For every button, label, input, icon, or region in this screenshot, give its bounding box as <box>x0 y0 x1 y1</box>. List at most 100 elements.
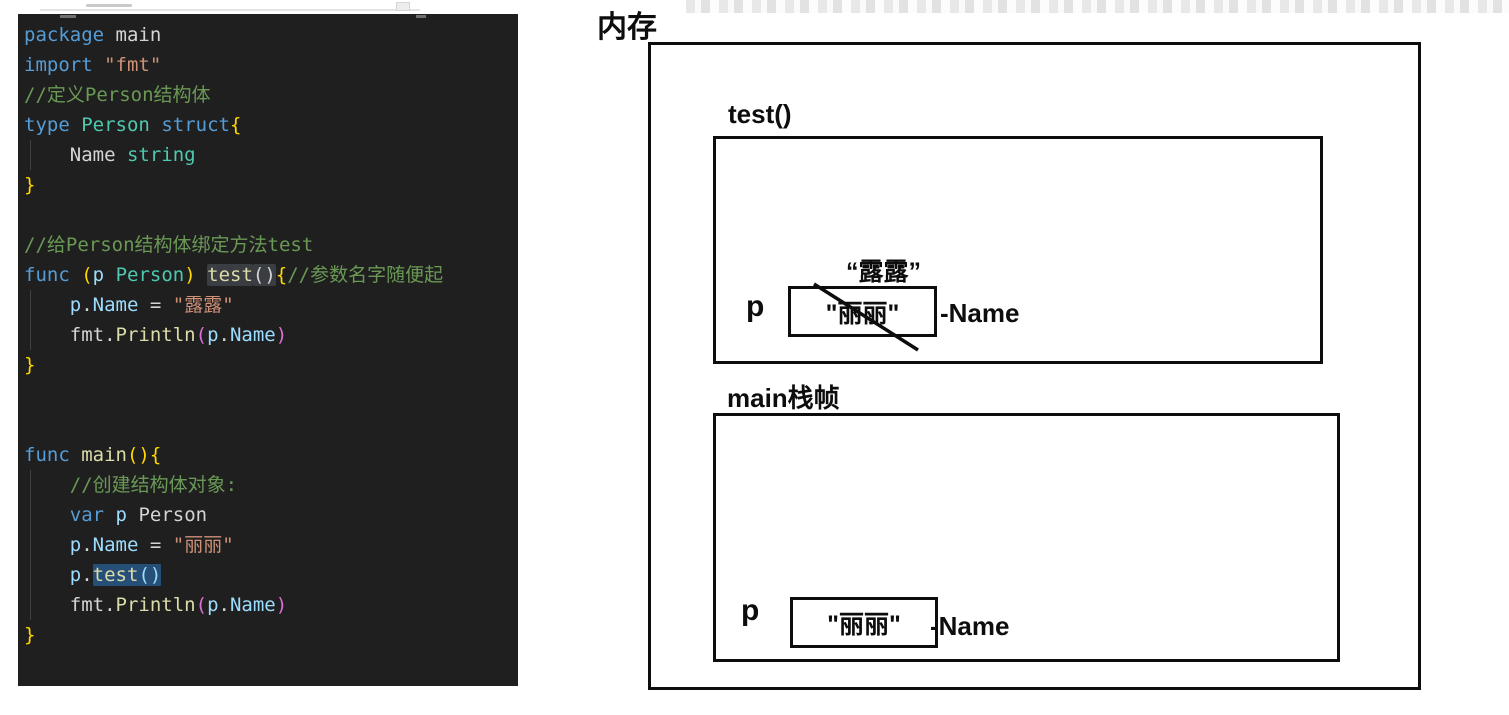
code-token: { <box>275 264 288 286</box>
code-line <box>24 380 518 410</box>
code-token <box>93 54 104 76</box>
code-line: p.Name = "丽丽" <box>24 530 518 560</box>
code-token: func <box>24 444 70 466</box>
code-token <box>24 594 70 616</box>
code-token <box>70 114 81 136</box>
code-token <box>24 474 70 496</box>
code-token: fmt <box>69 594 105 616</box>
code-token: Name <box>229 594 276 616</box>
code-line: type Person struct{ <box>24 110 518 140</box>
code-token: "丽丽" <box>172 534 234 556</box>
code-token: type <box>24 114 70 136</box>
code-line: } <box>24 170 518 200</box>
main-frame-var-p: p <box>741 594 760 627</box>
main-stack-frame-box <box>713 413 1340 662</box>
code-token <box>24 324 70 346</box>
code-line: p.Name = "露露" <box>24 290 518 320</box>
indent-guide <box>30 470 31 620</box>
code-line: } <box>24 350 518 380</box>
code-token: ( <box>195 324 208 346</box>
code-token: p <box>69 534 82 556</box>
code-token <box>24 564 70 586</box>
code-token: () <box>252 264 276 286</box>
code-token: func <box>24 264 70 286</box>
code-token: import <box>24 54 93 76</box>
code-line: //定义Person结构体 <box>24 80 518 110</box>
code-line: Name string <box>24 140 518 170</box>
test-frame-new-value: “露露” <box>846 258 922 286</box>
code-token <box>24 534 70 556</box>
code-token: package <box>24 24 105 46</box>
code-line: func (p Person) test(){//参数名字随便起 <box>24 260 518 290</box>
code-line: import "fmt" <box>24 50 518 80</box>
code-line: func main(){ <box>24 440 518 470</box>
main-frame-value-box: "丽丽" <box>790 597 938 648</box>
cropped-glyph-mark <box>416 15 426 18</box>
code-token: { <box>149 444 162 466</box>
code-token: . <box>104 324 116 346</box>
indent-guide <box>30 290 31 350</box>
code-token: . <box>218 324 230 346</box>
code-token: p <box>69 294 82 316</box>
code-line: //给Person结构体绑定方法test <box>24 230 518 260</box>
code-token: string <box>126 144 196 166</box>
code-token <box>24 294 70 316</box>
code-token: "fmt" <box>104 54 162 76</box>
code-token <box>196 264 207 286</box>
code-token: //参数名字随便起 <box>287 264 444 286</box>
code-token: ( <box>81 264 93 286</box>
indent-guide <box>30 140 31 170</box>
code-token: () <box>126 444 150 466</box>
code-token: main <box>115 24 162 46</box>
code-token <box>104 504 115 526</box>
code-line <box>24 410 518 440</box>
strikethrough-line <box>813 282 919 352</box>
test-frame-value-box: "丽丽" <box>788 286 937 337</box>
cropped-mark <box>86 4 132 7</box>
code-token: ) <box>184 264 196 286</box>
code-token: main <box>81 444 127 466</box>
memory-outer-box <box>648 42 1421 690</box>
code-token: ( <box>195 594 208 616</box>
code-token: test <box>207 264 253 286</box>
code-token: = <box>138 294 173 316</box>
code-line: } <box>24 620 518 650</box>
code-token: p <box>69 564 82 586</box>
code-token: Person <box>81 114 150 136</box>
code-line: var p Person <box>24 500 518 530</box>
code-token <box>24 504 70 526</box>
code-token: Name <box>24 144 116 166</box>
code-token: //定义Person结构体 <box>24 84 211 106</box>
code-token: //创建结构体对象: <box>69 474 238 496</box>
test-frame-var-p: p <box>746 290 765 323</box>
code-token: { <box>229 114 242 136</box>
code-token: p <box>207 324 219 346</box>
code-token <box>104 264 115 286</box>
code-token: } <box>24 354 36 376</box>
memory-title: 内存 <box>597 11 657 44</box>
code-token: "露露" <box>172 294 234 316</box>
test-stack-frame-box <box>713 136 1323 364</box>
code-token: Name <box>92 534 139 556</box>
code-token: . <box>81 564 93 586</box>
code-token: p <box>92 264 105 286</box>
code-token: = <box>138 534 173 556</box>
code-token: ) <box>275 324 288 346</box>
cropped-mark <box>396 2 410 11</box>
code-token: Name <box>229 324 276 346</box>
main-frame-field-label: -Name <box>930 611 1010 641</box>
code-token: var <box>69 504 105 526</box>
test-frame-field-label: -Name <box>940 298 1020 328</box>
code-line: package main <box>24 20 518 50</box>
code-token: . <box>81 294 93 316</box>
code-token: . <box>218 594 230 616</box>
code-token: Name <box>92 294 139 316</box>
code-token <box>116 144 127 166</box>
code-token: Person <box>138 504 208 526</box>
code-line: p.test() <box>24 560 518 590</box>
cropped-text-band <box>686 0 1509 13</box>
cropped-mark <box>40 9 420 11</box>
code-token: Println <box>115 324 196 346</box>
